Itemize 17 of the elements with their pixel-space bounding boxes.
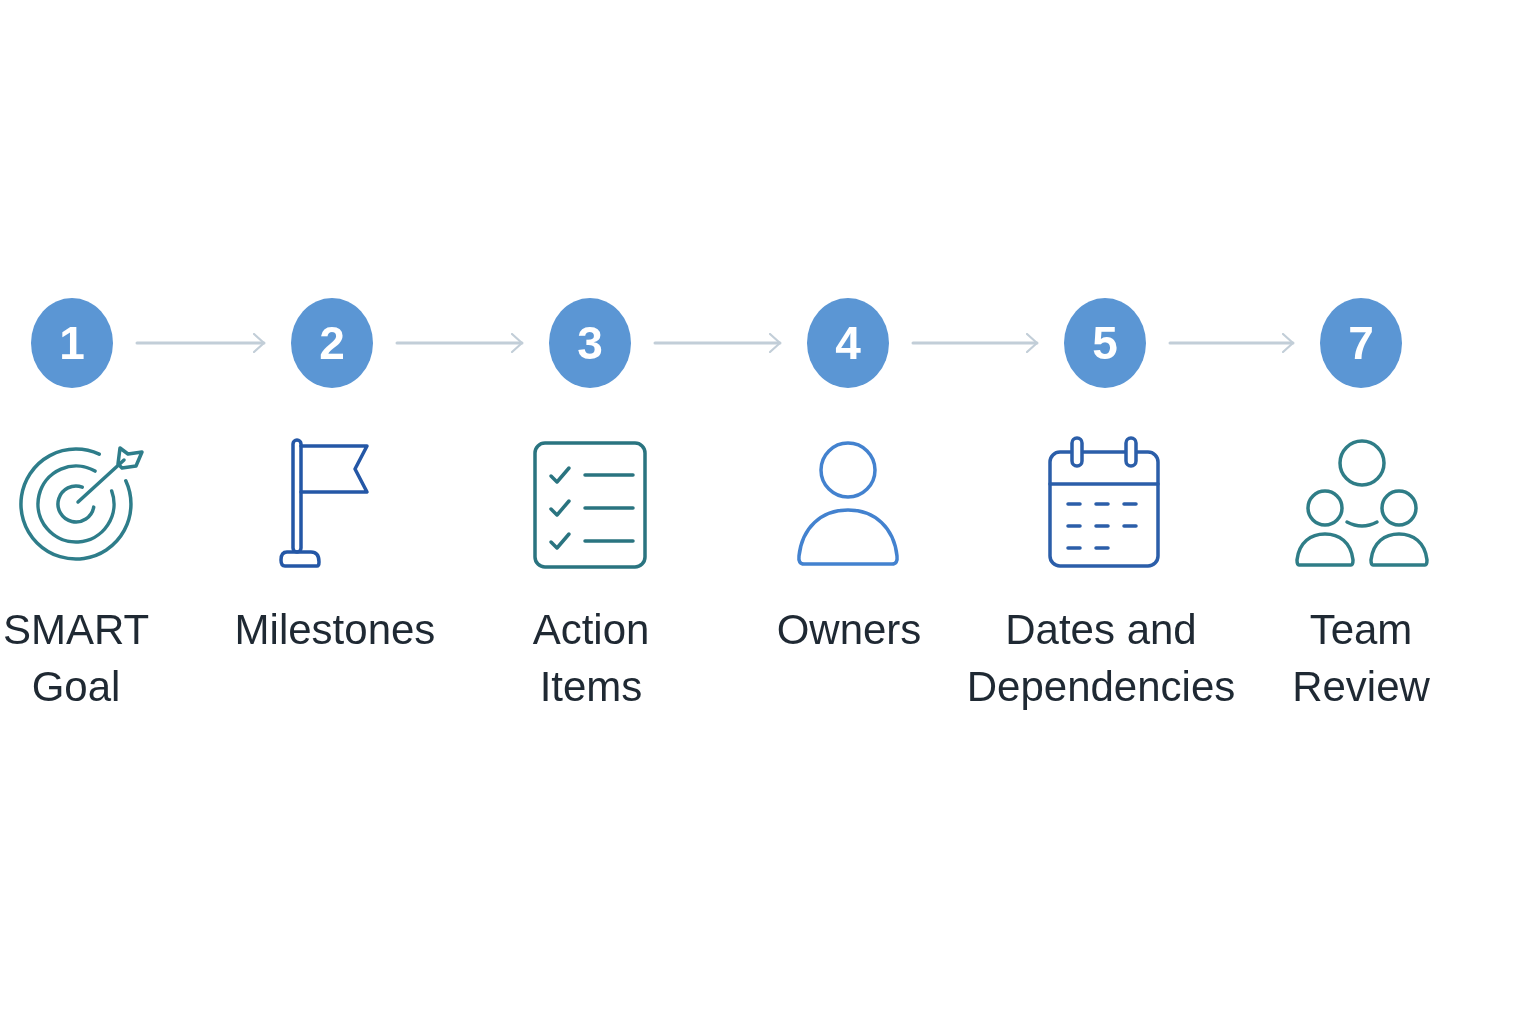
arrow [395, 332, 524, 354]
step-number: 5 [1092, 320, 1118, 366]
step-number: 4 [835, 320, 861, 366]
arrow [911, 332, 1039, 354]
step-label: Dates and Dependencies [965, 605, 1237, 712]
step-number: 2 [319, 320, 345, 366]
arrow [1168, 332, 1295, 354]
step-number: 1 [59, 320, 85, 366]
arrow [653, 332, 782, 354]
arrow [135, 332, 266, 354]
step-number: 7 [1348, 320, 1374, 366]
step-label: SMART Goal [1, 605, 151, 712]
step-label: Team Review [1291, 605, 1431, 712]
step-label: Action Items [531, 605, 651, 712]
step-label: Milestones [233, 605, 437, 655]
step-number: 3 [577, 320, 603, 366]
step-label: Owners [775, 605, 923, 655]
